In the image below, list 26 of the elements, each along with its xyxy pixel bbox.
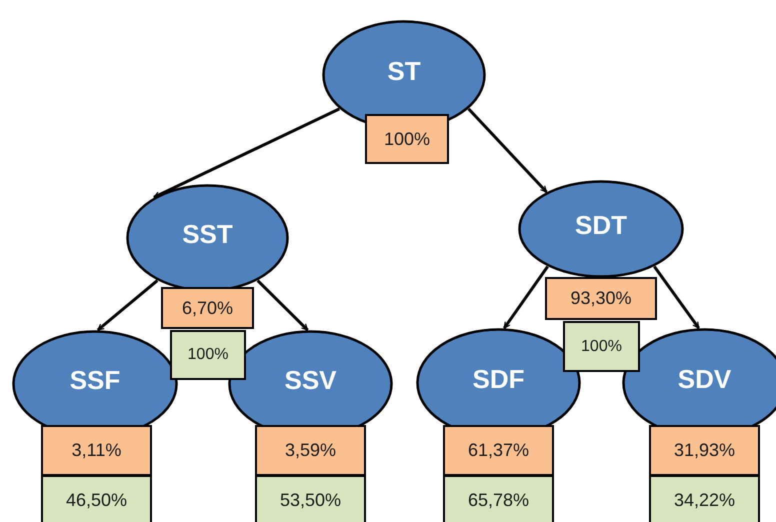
- node-label: SST: [182, 218, 233, 250]
- percentage-box: 100%: [170, 330, 246, 380]
- percentage-box: 3,59%: [255, 425, 366, 476]
- node-label: SSF: [70, 364, 120, 396]
- percentage-box: 61,37%: [443, 425, 554, 476]
- arrow: [96, 279, 158, 332]
- percentage-box: 46,50%: [41, 475, 152, 522]
- percentage-box: 53,50%: [255, 475, 366, 522]
- node-label: SDT: [575, 210, 627, 240]
- arrow: [153, 108, 340, 199]
- percentage-box: 100%: [365, 114, 449, 164]
- arrow: [256, 279, 309, 332]
- arrow: [653, 266, 700, 330]
- node-label: SDV: [678, 364, 732, 394]
- percentage-box: 100%: [563, 321, 640, 372]
- percentage-box: 31,93%: [649, 425, 760, 476]
- arrow: [503, 266, 549, 329]
- percentage-box: 3,11%: [41, 425, 152, 476]
- node-label: SDF: [472, 364, 524, 394]
- arrow: [468, 108, 548, 194]
- node-label: ST: [387, 56, 421, 86]
- percentage-box: 6,70%: [161, 287, 254, 329]
- percentage-box: 93,30%: [545, 277, 657, 320]
- percentage-box: 34,22%: [649, 475, 760, 522]
- percentage-box: 65,78%: [443, 475, 554, 522]
- node-label: SSV: [284, 364, 337, 396]
